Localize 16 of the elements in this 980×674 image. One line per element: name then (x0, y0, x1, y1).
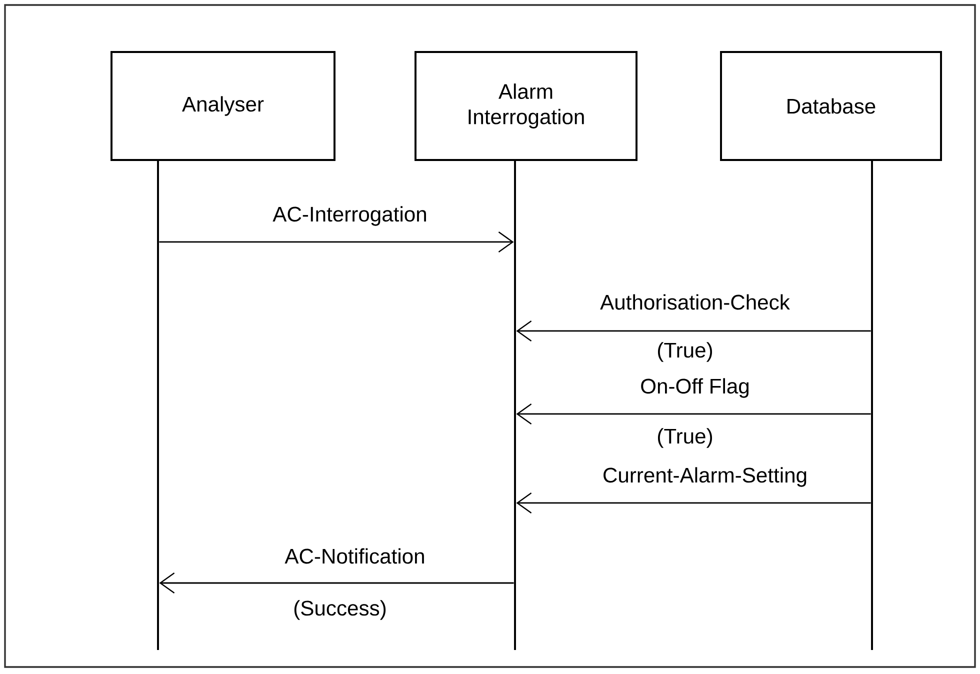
participant-box: Alarm Interrogation (414, 51, 638, 161)
return-value: (True) (655, 340, 715, 364)
participant-box: Database (720, 51, 942, 161)
message-arrow (159, 231, 514, 252)
message-label: Current-Alarm-Setting (601, 466, 809, 488)
message-arrow (516, 492, 871, 514)
return-value: (True) (655, 426, 715, 450)
message-arrow (516, 403, 871, 424)
return-value: (Success) (292, 598, 388, 622)
message-label: On-Off Flag (638, 376, 752, 400)
message-label: AC-Notification (283, 546, 427, 566)
participant-box: Analyser (110, 51, 336, 161)
message-arrow (516, 320, 871, 342)
message-label: AC-Interrogation (271, 204, 429, 228)
message-label: Authorisation-Check (598, 292, 792, 312)
message-arrow (159, 572, 514, 594)
